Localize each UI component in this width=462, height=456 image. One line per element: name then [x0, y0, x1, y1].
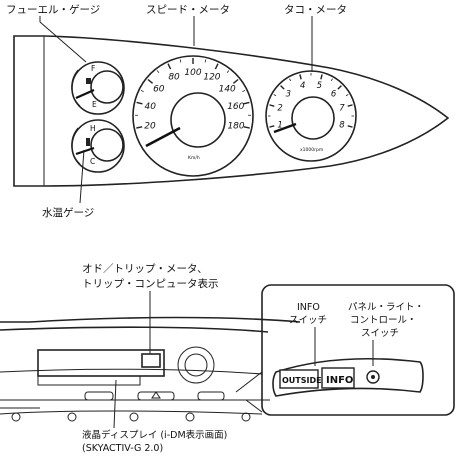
tach-tick: [337, 85, 342, 90]
panel-light-label-line1: パネル・ライト・: [348, 302, 424, 313]
tach-tick-label: 3: [286, 89, 291, 99]
tach-tick: [320, 74, 323, 80]
leader-lines-top: [39, 16, 313, 72]
odo-trip-display: [141, 353, 161, 368]
speed-needle: [145, 126, 181, 148]
tach-tick: [330, 78, 333, 82]
tachometer: 1 234 567 8 x1000rpm: [265, 70, 357, 162]
speed-tick: [243, 101, 250, 105]
tach-tick-labels: 1 234 567 8: [277, 81, 345, 130]
speed-tick-label: 160: [227, 102, 244, 112]
odo-trip-label-line2: トリップ・コンピュータ表示: [82, 277, 219, 290]
speed-tick: [147, 78, 154, 84]
info-button[interactable]: [321, 367, 355, 389]
tach-tick: [269, 104, 275, 107]
panel-light-label-line2: コントロール・: [350, 315, 417, 326]
fuel-gauge: F E: [71, 61, 125, 115]
water-temp-label: 水温ゲージ: [42, 207, 94, 219]
tach-tick-label: 8: [339, 120, 345, 130]
fuel-pump-icon: [86, 78, 91, 84]
tach-tick-label: 2: [277, 104, 282, 114]
tach-tick: [280, 85, 285, 90]
fuel-empty-mark: E: [92, 100, 97, 109]
speed-tick: [226, 70, 230, 74]
lcd-label-line2: (SKYACTIV-G 2.0): [82, 443, 163, 454]
dash-switch-right: [197, 391, 225, 401]
fuel-gauge-label: フューエル・ゲージ: [6, 4, 100, 16]
dash-switch-left: [84, 391, 114, 401]
speed-tick: [167, 63, 172, 70]
panel-light-label-line3: スイッチ: [361, 328, 399, 339]
tach-tick-label: 5: [317, 81, 322, 91]
tach-tick-label: 7: [339, 104, 345, 114]
lower-display-slot: [37, 375, 141, 386]
speed-tick-label: 140: [219, 84, 236, 94]
speed-tick-label: 60: [153, 84, 165, 94]
hazard-switch: [137, 391, 175, 401]
speed-tick: [136, 101, 143, 105]
lcd-leader: [113, 379, 117, 429]
outside-button[interactable]: [279, 369, 319, 389]
dashboard-lower: [0, 316, 301, 422]
speed-tick-label: 20: [144, 121, 156, 131]
info-switch-label-line1: INFO: [297, 302, 320, 313]
temp-hot-mark: H: [90, 124, 96, 133]
tach-tick-label: 1: [277, 120, 282, 130]
tach-tick: [269, 125, 275, 128]
info-button-label: INFO: [326, 375, 353, 386]
tach-needle: [273, 122, 297, 134]
odo-trip-label-line1: オド／トリップ・メータ、: [82, 263, 208, 275]
speed-tick-label: 120: [203, 72, 220, 82]
speed-tick: [242, 89, 246, 93]
switch-callout: INFO スイッチ パネル・ライト・ コントロール・ スイッチ OUTSIDE …: [261, 284, 455, 416]
panel-light-icon: [371, 375, 375, 379]
info-switch-label-line2: スイッチ: [289, 315, 327, 326]
speed-tick-marks: [134, 58, 252, 129]
speed-tick: [136, 126, 143, 129]
callout-connector-top: [235, 371, 263, 393]
tach-tick: [273, 94, 277, 97]
temp-needle: [75, 146, 95, 156]
switch-panel: [272, 358, 424, 397]
callout-connector-bottom: [245, 399, 263, 413]
tachometer-label: タコ・メータ: [284, 4, 347, 16]
water-temp-gauge: H C: [71, 119, 125, 173]
speed-tick: [179, 59, 182, 63]
water-temp-leader: [79, 149, 85, 204]
lcd-label-line1: 液晶ディスプレイ (i-DM表示画面): [82, 429, 227, 441]
thermometer-icon: [86, 138, 90, 146]
fuel-needle: [75, 88, 95, 100]
tach-tick: [289, 78, 292, 82]
speed-tick: [232, 78, 239, 84]
speed-unit: Km/h: [188, 155, 200, 161]
tach-unit: x1000rpm: [300, 147, 323, 153]
dash-vent: [177, 346, 215, 384]
hazard-icon: [151, 391, 161, 399]
cluster-housing: [13, 35, 450, 187]
tach-tick: [345, 94, 349, 97]
speed-tick: [214, 63, 219, 70]
speed-tick-label: 80: [168, 72, 180, 82]
temp-cold-mark: C: [90, 157, 95, 166]
tach-tick: [347, 104, 353, 107]
tach-tick: [347, 125, 353, 128]
speed-tick-label: 100: [184, 68, 201, 78]
tach-tick-marks: [268, 73, 354, 128]
speed-tick: [156, 70, 160, 74]
speedometer-label: スピード・メータ: [146, 4, 230, 16]
tach-tick-label: 6: [331, 89, 337, 99]
speed-tick-label: 180: [227, 121, 244, 131]
outside-button-label: OUTSIDE: [282, 376, 322, 385]
tach-tick-label: 4: [300, 81, 305, 91]
speed-tick: [204, 59, 207, 63]
fuel-full-mark: F: [91, 64, 95, 73]
speed-tick-label: 40: [144, 102, 156, 112]
tach-tick: [299, 74, 302, 80]
speed-tick: [243, 126, 250, 129]
speed-tick: [140, 89, 144, 93]
